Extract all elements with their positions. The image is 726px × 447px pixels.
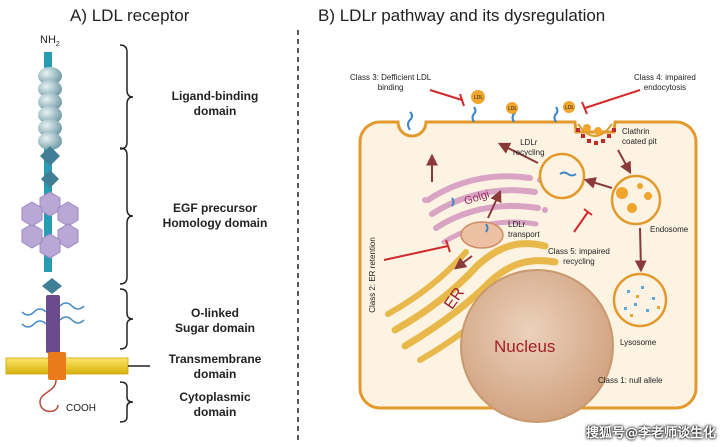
endosome-label: Endosome [650, 225, 689, 234]
transmembrane-segment [48, 352, 66, 380]
panel-b-title: B) LDLr pathway and its dysregulation [318, 6, 606, 25]
nucleus [460, 269, 614, 423]
n-terminus-label: NH2 [40, 34, 60, 49]
domain-braces [119, 44, 134, 423]
ldl-receptors [407, 106, 577, 233]
egf-repeat-a [40, 146, 60, 166]
cytoplasmic-tail [39, 379, 59, 413]
inhibition-markers [383, 89, 641, 261]
pathway-arrows [426, 142, 647, 273]
lysosome-label: Lysosome [620, 338, 657, 347]
lysosome-fragments [624, 286, 655, 312]
ligand-binding-repeats [38, 67, 62, 150]
ldl-receptor-structure [5, 52, 129, 413]
class1-label: Class 1: null allele [598, 376, 663, 385]
egf-repeat-c [42, 278, 62, 294]
clathrin-coated-pit [576, 123, 616, 145]
class2-label: Class 2: ER retention [368, 237, 377, 313]
egf-repeat-b [41, 170, 59, 188]
nucleus-label: Nucleus [494, 337, 556, 356]
c-terminus-label: COOH [66, 403, 96, 414]
transport-vesicle [460, 221, 504, 249]
ldl-particle-label: LDL [508, 106, 518, 112]
sugar-rod [46, 295, 60, 353]
panel-a-title: A) LDL receptor [70, 6, 190, 25]
golgi-apparatus [422, 173, 548, 245]
ldl-particle-label: LDL [474, 95, 484, 101]
lysosome [612, 272, 668, 328]
ldl-particle-label: LDL [565, 105, 575, 111]
watermark-text: 搜狐号@李老师谈生化 [585, 426, 716, 441]
recycling-vesicle [538, 152, 586, 200]
endosome [610, 174, 662, 226]
cell-membrane-a [5, 357, 129, 375]
ldl-particles [471, 90, 575, 114]
beta-propeller [21, 191, 79, 259]
